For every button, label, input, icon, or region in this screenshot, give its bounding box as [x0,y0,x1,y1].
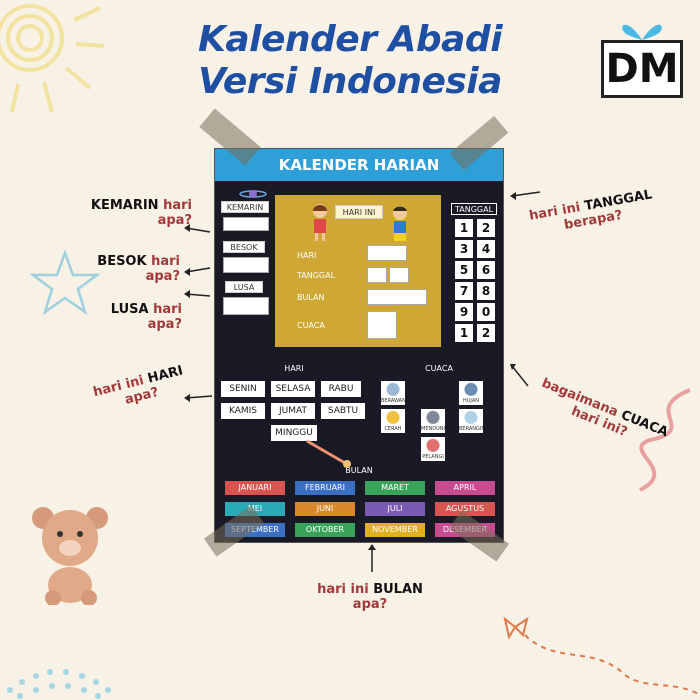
day-card: SELASA [271,381,315,397]
day-card: MINGGU [271,425,317,441]
weather-card: HUJAN [459,381,483,405]
butterfly-decoration [503,616,700,696]
month-card: JANUARI [225,481,285,495]
weather-card: BERANGIN [459,409,483,433]
cuaca-label: CUACA [425,364,453,373]
lusa-slot [223,297,269,315]
hari-field-slot [367,245,407,261]
day-card: JUMAT [271,403,315,419]
callout-besok-key: BESOK [97,254,147,269]
callout-kemarin-word: hari [163,198,192,213]
boy-character-icon [393,206,407,241]
lusa-label: LUSA [225,281,263,293]
callout-lusa-key: LUSA [110,302,149,317]
callout-kemarin-key: KEMARIN [90,198,159,213]
kemarin-slot [223,217,269,231]
bulan-field-label: BULAN [297,293,325,302]
month-card: MARET [365,481,425,495]
bulan-label: BULAN [345,466,373,475]
weather-card: CERAH [381,409,405,433]
tanggal-field-slot-2 [389,267,409,283]
planet-decoration [239,190,267,198]
callout-bulan: hari ini BULAN apa? [300,582,440,612]
comet-decoration [306,439,351,468]
brand-logo: DM [601,40,683,98]
number-card: 2 [477,324,495,342]
day-card: KAMIS [221,403,265,419]
hari-ini-label: HARI INI [335,205,383,219]
number-card: 0 [477,303,495,321]
month-card: AGUSTUS [435,502,495,516]
gift-bow-icon [622,24,662,40]
dots-decoration [7,669,111,699]
month-card: NOVEMBER [365,523,425,537]
hari-field-label: HARI [297,251,317,260]
tanggal-label: TANGGAL [451,203,497,215]
callout-besok-word: hari [151,254,180,269]
teddy-bear-decoration [32,507,108,605]
number-card: 2 [477,219,495,237]
callout-besok-question: apa? [145,269,180,284]
number-card: 6 [477,261,495,279]
number-card: 9 [455,303,473,321]
callout-lusa: LUSA hari apa? [86,302,182,332]
calendar-poster: KALENDER HARIAN KEMARIN BESOK LUSA HARI … [214,148,504,543]
kemarin-label: KEMARIN [221,201,269,213]
callout-besok: BESOK hari apa? [70,254,180,284]
callout-lusa-question: apa? [147,317,182,332]
day-card: RABU [321,381,361,397]
cuaca-field-slot [367,311,397,339]
callout-kemarin-question: apa? [157,213,192,228]
callout-kemarin: KEMARIN hari apa? [62,198,192,228]
besok-label: BESOK [223,241,265,253]
number-card: 8 [477,282,495,300]
number-card: 4 [477,240,495,258]
hari-label: HARI [284,364,304,373]
day-card: SABTU [321,403,365,419]
page-title-line1: Kalender Abadi [197,19,503,60]
month-card: JULI [365,502,425,516]
callout-bulan-key: BULAN [373,582,423,597]
callout-lusa-word: hari [153,302,182,317]
sun-decoration [0,4,105,113]
weather-card: PELANGI [421,437,445,461]
number-card: 1 [455,324,473,342]
number-card: 3 [455,240,473,258]
weather-card: BERAWAN [381,381,405,405]
number-card: 7 [455,282,473,300]
page-title-line2: Versi Indonesia [198,61,502,102]
month-card: APRIL [435,481,495,495]
number-card: 5 [455,261,473,279]
besok-slot [223,257,269,273]
cuaca-field-label: CUACA [297,321,325,330]
day-card: SENIN [221,381,265,397]
callout-bulan-word: hari ini [317,582,369,597]
girl-character-icon [313,204,327,241]
month-card: JUNI [295,502,355,516]
number-card: 1 [455,219,473,237]
tanggal-field-slot-1 [367,267,387,283]
callout-bulan-question: apa? [352,597,388,612]
star-decoration [30,250,100,315]
month-card: OKTOBER [295,523,355,537]
weather-card: MENDUNG [421,409,445,433]
month-card: FEBRUARI [295,481,355,495]
swirl-decoration [639,388,691,492]
tanggal-field-label: TANGGAL [297,271,336,280]
hari-ini-panel: HARI INI HARI TANGGAL BULAN CUACA [275,195,441,347]
bulan-field-slot [367,289,427,305]
